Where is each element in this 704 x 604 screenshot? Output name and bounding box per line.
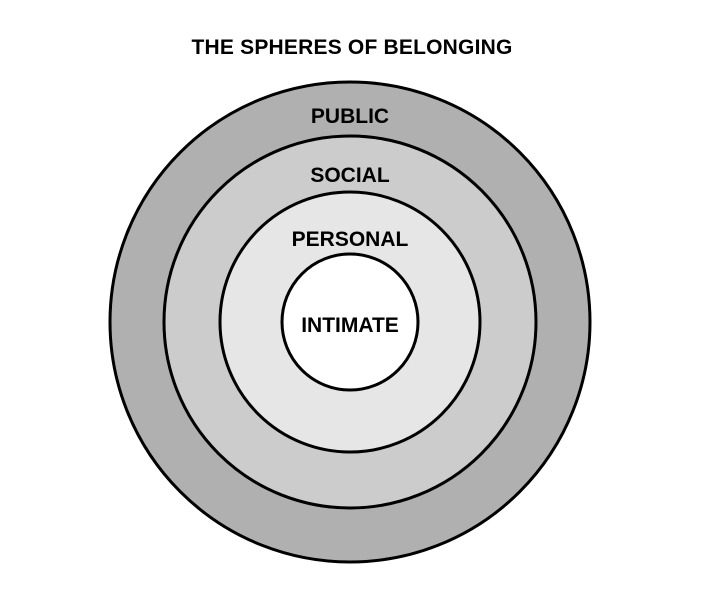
sphere-label-personal: PERSONAL	[292, 228, 409, 251]
sphere-label-intimate: INTIMATE	[301, 314, 399, 337]
sphere-label-social: SOCIAL	[310, 164, 390, 187]
diagram-title: THE SPHERES OF BELONGING	[191, 36, 513, 59]
sphere-intimate	[280, 252, 420, 392]
sphere-label-public: PUBLIC	[311, 105, 389, 128]
